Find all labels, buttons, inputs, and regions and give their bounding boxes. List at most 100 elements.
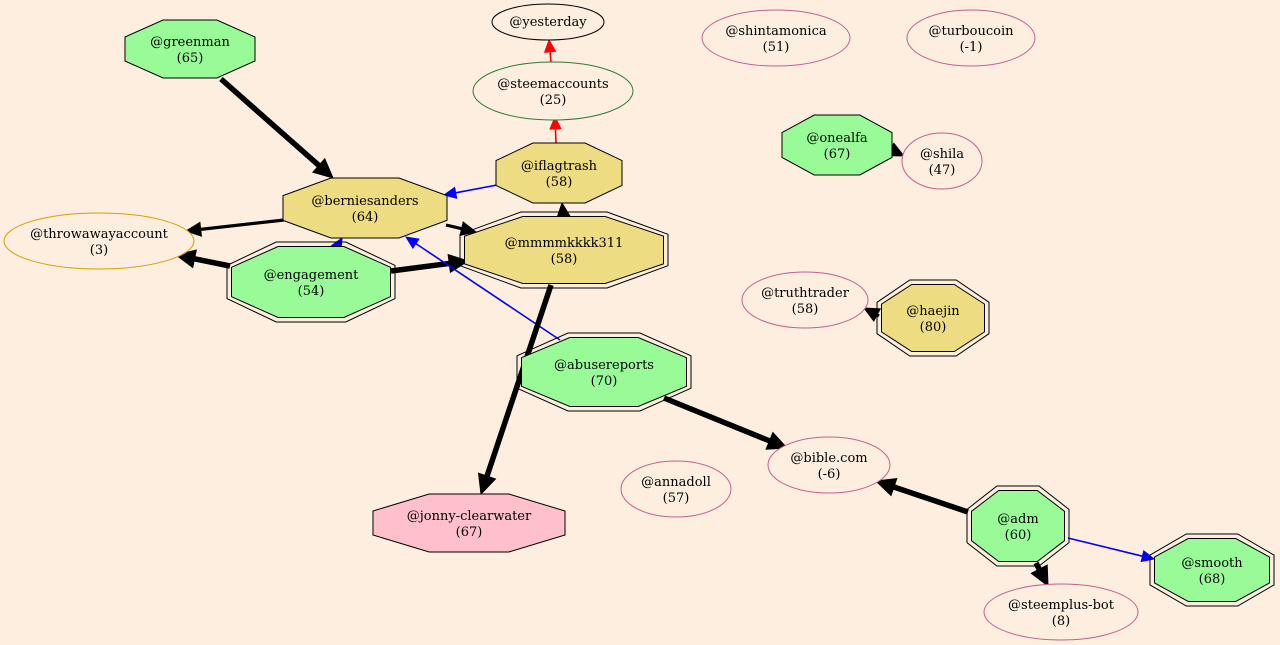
node-score: (58) <box>546 175 573 190</box>
node-score: (65) <box>177 51 204 66</box>
node-berniesanders[interactable]: @berniesanders(64) <box>282 177 448 239</box>
node-engagement[interactable]: @engagement(54) <box>226 241 396 323</box>
node-name: @haejin <box>906 304 960 319</box>
node-greenman[interactable]: @greenman(65) <box>124 19 256 79</box>
node-truthtrader[interactable]: @truthtrader(58) <box>741 271 869 329</box>
edge-engagement-to-mmmmkkkk311 <box>390 253 470 274</box>
node-jonnyclearwater[interactable]: @jonny-clearwater(67) <box>372 493 566 553</box>
node-score: (58) <box>551 252 578 267</box>
edge-steemaccounts-to-yesterday <box>543 38 557 63</box>
node-shape <box>620 460 732 518</box>
node-outer-border <box>966 485 1070 567</box>
node-name: @throwawayaccount <box>30 227 169 242</box>
node-annadoll[interactable]: @annadoll(57) <box>620 460 732 518</box>
arrowhead <box>312 157 334 179</box>
node-outer-border <box>459 211 669 289</box>
node-name: @iflagtrash <box>521 159 598 174</box>
node-shape <box>901 132 983 190</box>
node-yesterday[interactable]: @yesterday <box>491 3 605 41</box>
arrowhead <box>549 115 562 130</box>
node-outer-border <box>876 279 990 357</box>
node-score: (80) <box>920 320 947 335</box>
node-name: @abusereports <box>554 358 654 373</box>
node-score: (8) <box>1052 614 1070 629</box>
edge-greenman-to-berniesanders <box>219 76 334 179</box>
node-score: (67) <box>456 525 483 540</box>
node-smooth[interactable]: @smooth(68) <box>1149 533 1275 607</box>
arrowhead <box>874 477 898 497</box>
node-name: @smooth <box>1181 556 1243 571</box>
node-shape <box>741 271 869 329</box>
node-name: @steemplus-bot <box>1008 598 1115 613</box>
arrowhead <box>1140 550 1156 563</box>
arrowhead <box>459 221 478 236</box>
node-turboucoin[interactable]: @turboucoin(-1) <box>906 9 1036 67</box>
edge-adm-to-biblecom <box>874 477 969 515</box>
node-score: (57) <box>663 491 690 506</box>
node-shape <box>971 490 1065 562</box>
edge-adm-to-smooth <box>1067 537 1156 563</box>
node-shape <box>881 284 985 352</box>
arrowhead <box>184 221 203 237</box>
node-shape <box>124 19 256 79</box>
node-shape <box>372 493 566 553</box>
arrowhead <box>862 307 882 322</box>
node-steemaccounts[interactable]: @steemaccounts(25) <box>472 61 634 121</box>
node-biblecom[interactable]: @bible.com(-6) <box>767 436 891 494</box>
node-name: @annadoll <box>641 475 711 490</box>
node-shape <box>781 114 893 176</box>
node-name: @jonny-clearwater <box>407 509 532 524</box>
node-score: (60) <box>1005 528 1032 543</box>
node-shape <box>906 9 1036 67</box>
node-outer-border <box>516 332 692 412</box>
node-score: (25) <box>540 93 567 108</box>
node-score: (67) <box>824 147 851 162</box>
node-shape <box>983 583 1139 641</box>
node-haejin[interactable]: @haejin(80) <box>876 279 990 357</box>
node-mmmmkkkk311[interactable]: @mmmmkkkk311(58) <box>459 211 669 289</box>
node-iflagtrash[interactable]: @iflagtrash(58) <box>495 142 623 204</box>
node-adm[interactable]: @adm(60) <box>966 485 1070 567</box>
node-shape <box>521 337 687 407</box>
node-name: @truthtrader <box>761 286 850 301</box>
node-name: @greenman <box>150 35 230 50</box>
node-shape <box>767 436 891 494</box>
node-abusereports[interactable]: @abusereports(70) <box>516 332 692 412</box>
node-name: @shila <box>920 147 964 162</box>
node-steemplusbot[interactable]: @steemplus-bot(8) <box>983 583 1139 641</box>
node-score: (68) <box>1199 572 1226 587</box>
edge-berniesanders-to-throwawayaccount <box>184 218 285 237</box>
node-name: @turboucoin <box>929 24 1015 39</box>
node-shape <box>1154 538 1270 602</box>
node-name: @shintamonica <box>725 24 827 39</box>
node-score: (70) <box>591 374 618 389</box>
node-shintamonica[interactable]: @shintamonica(51) <box>701 9 851 67</box>
edge-iflagtrash-to-steemaccounts <box>549 115 562 144</box>
node-score: (-6) <box>818 467 841 482</box>
node-shila[interactable]: @shila(47) <box>901 132 983 190</box>
arrowhead <box>1030 564 1049 588</box>
node-name: @yesterday <box>509 15 587 30</box>
nodes-layer: @yesterday@shintamonica(51)@turboucoin(-… <box>3 3 1275 641</box>
node-name: @adm <box>997 512 1038 527</box>
node-name: @bible.com <box>790 451 867 466</box>
node-shape <box>282 177 448 239</box>
node-throwawayaccount[interactable]: @throwawayaccount(3) <box>3 212 195 270</box>
node-name: @engagement <box>264 268 360 283</box>
node-score: (-1) <box>960 40 983 55</box>
node-name: @berniesanders <box>311 194 418 209</box>
node-score: (64) <box>352 210 379 225</box>
node-outer-border <box>1149 533 1275 607</box>
edge-abusereports-to-biblecom <box>662 395 789 450</box>
node-score: (47) <box>929 163 956 178</box>
node-score: (51) <box>763 40 790 55</box>
node-shape <box>495 142 623 204</box>
node-shape <box>491 3 605 41</box>
edge-mmmmkkkk311-to-jonnyclearwater <box>477 284 554 496</box>
node-score: (54) <box>298 284 325 299</box>
node-onealfa[interactable]: @onealfa(67) <box>781 114 893 176</box>
arrowhead <box>765 431 789 450</box>
edge-iflagtrash-to-berniesanders <box>442 184 498 199</box>
node-name: @mmmmkkkk311 <box>505 236 624 251</box>
